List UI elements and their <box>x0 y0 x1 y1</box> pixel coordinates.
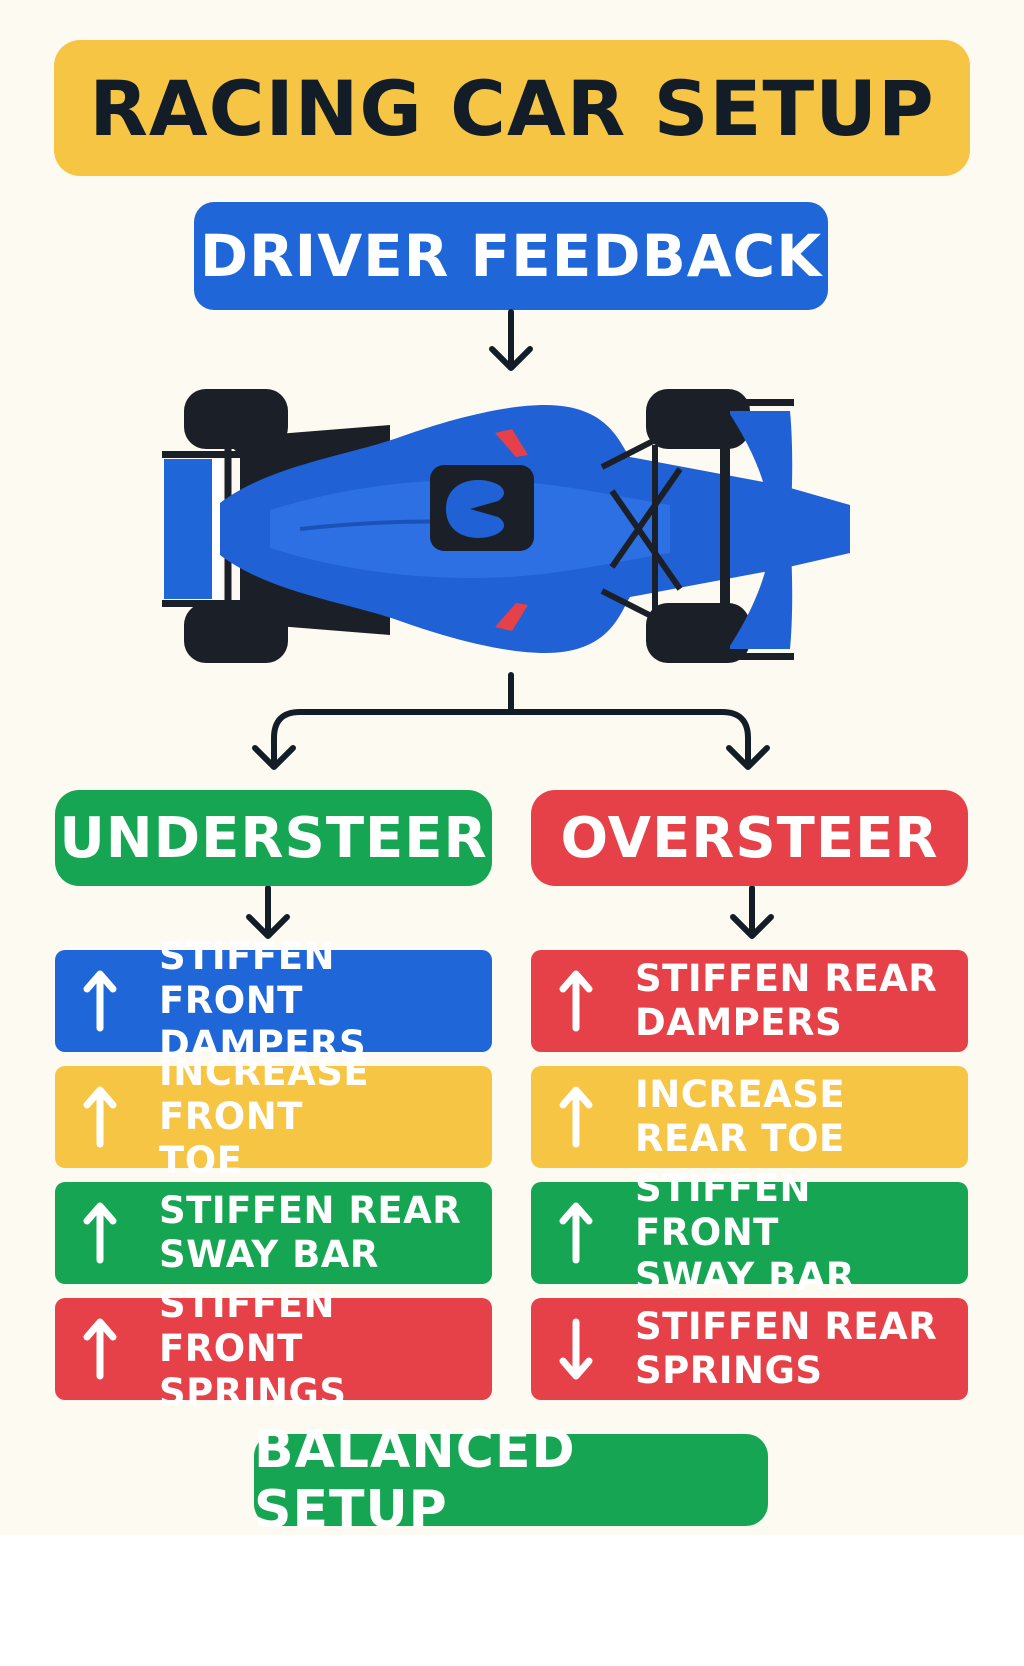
diagram-title: RACING CAR SETUP <box>54 40 970 176</box>
balanced-setup-box: BALANCED SETUP <box>254 1420 768 1540</box>
oversteer-heading: OVERSTEER <box>531 790 968 886</box>
down-arrow-connector-icon <box>730 885 774 939</box>
diagram-canvas: RACING CAR SETUP DRIVER FEEDBACK <box>0 0 1024 1535</box>
up-arrow-icon <box>55 950 145 1052</box>
up-arrow-icon <box>55 1066 145 1168</box>
down-arrow-connector-icon <box>246 885 290 939</box>
up-arrow-icon <box>55 1182 145 1284</box>
race-car-top-view-icon <box>162 389 850 663</box>
understeer-heading: UNDERSTEER <box>55 790 492 886</box>
up-arrow-icon <box>531 1066 621 1168</box>
driver-feedback-box: DRIVER FEEDBACK <box>194 202 828 310</box>
down-arrow-connector-icon <box>489 309 533 371</box>
connector-arrows <box>246 309 774 939</box>
down-arrow-icon <box>531 1298 621 1400</box>
up-arrow-icon <box>531 950 621 1052</box>
up-arrow-icon <box>531 1182 621 1284</box>
split-connector-icon <box>252 672 770 770</box>
up-arrow-icon <box>55 1298 145 1400</box>
